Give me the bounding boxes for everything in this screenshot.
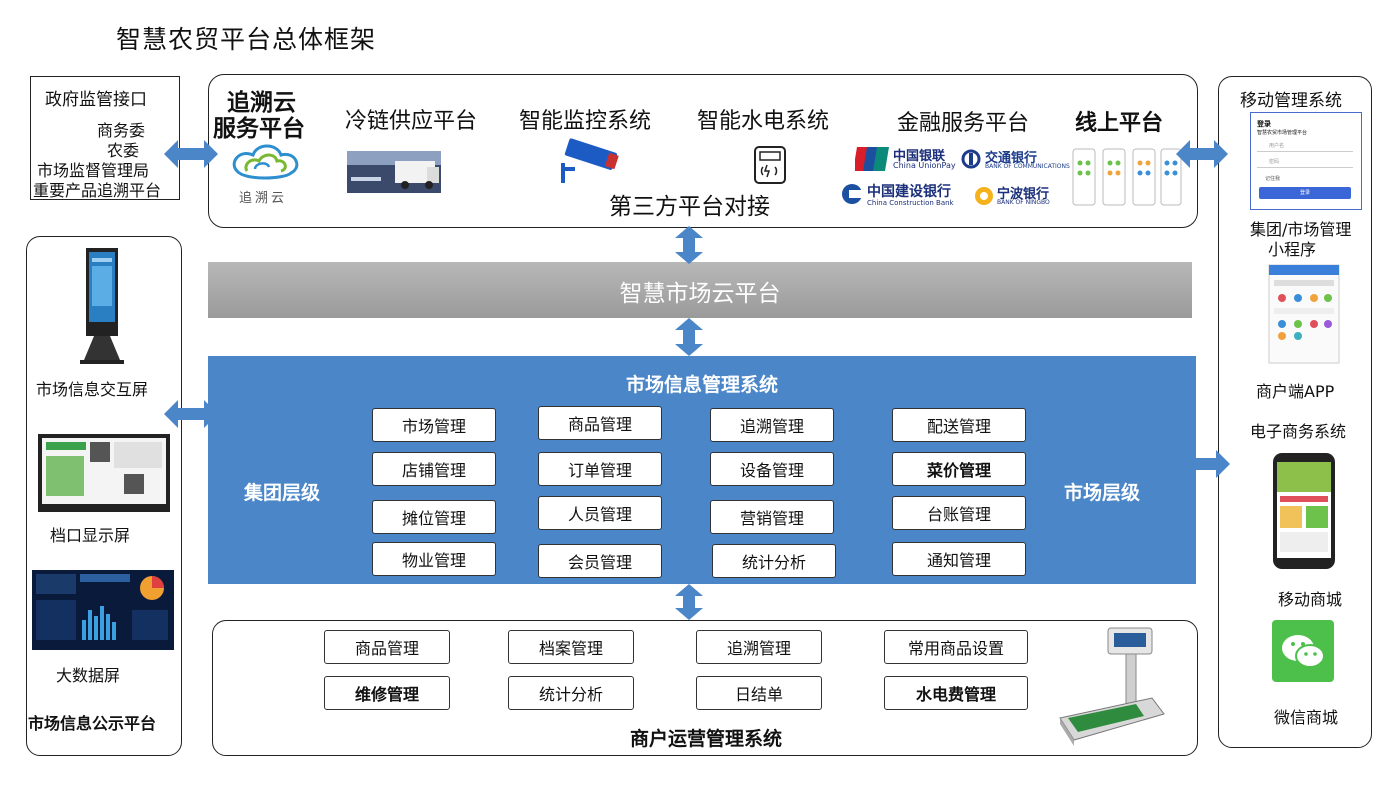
mobile-mall-label: 移动商城: [1278, 590, 1343, 609]
gov-item-market-supervision: 市场监督管理局: [37, 161, 150, 180]
login-user-placeholder: 用户名: [1269, 143, 1285, 149]
merchant-module-archive[interactable]: 档案管理: [508, 630, 634, 664]
login-button-label: 登录: [1300, 190, 1311, 196]
merchant-system-title: 商户运营管理系统: [630, 728, 783, 750]
merchant-module-common-goods[interactable]: 常用商品设置: [884, 630, 1028, 664]
mis-left-label: 集团层级: [244, 482, 321, 504]
trace-cloud-logo: 追溯云: [225, 141, 305, 207]
mobile-mall-image: [1272, 452, 1336, 570]
ccb-logo: 中国建设银行 China Construction Bank: [841, 181, 971, 209]
bocom-cn: 交通银行: [985, 151, 1038, 166]
mis-right-label: 市场层级: [1064, 482, 1141, 504]
unionpay-cn: 中国银联: [893, 149, 946, 164]
unionpay-logo: 中国银联 China UnionPay: [853, 145, 963, 173]
electronic-scale-image: [1056, 622, 1166, 748]
arrow-platform-to-mobile: [1176, 140, 1228, 168]
arrow-gov-to-platform: [164, 140, 218, 168]
mis-module-stall[interactable]: 摊位管理: [372, 500, 496, 534]
mis-module-property[interactable]: 物业管理: [372, 542, 496, 576]
stall-screen-image: [38, 434, 170, 512]
stall-screen-label: 档口显示屏: [50, 526, 131, 545]
mis-module-order[interactable]: 订单管理: [538, 452, 662, 486]
merchant-module-trace[interactable]: 追溯管理: [696, 630, 822, 664]
public-info-footer: 市场信息公示平台: [28, 714, 157, 733]
trace-cloud-title-2: 服务平台: [213, 116, 305, 142]
ccb-cn: 中国建设银行: [867, 184, 951, 200]
trace-cloud-title-1: 追溯云: [227, 90, 296, 116]
wechat-mall-label: 微信商城: [1274, 708, 1339, 727]
login-pass-placeholder: 密码: [1269, 159, 1280, 165]
merchant-module-daily[interactable]: 日结单: [696, 676, 822, 710]
smart-meter-icon: [753, 145, 787, 185]
mis-module-shop[interactable]: 店铺管理: [372, 452, 496, 486]
page-title: 智慧农贸平台总体框架: [116, 25, 377, 54]
login-remember: 记住我: [1265, 176, 1281, 182]
monitor-label: 智能监控系统: [519, 109, 652, 134]
mini-program-label-2: 小程序: [1268, 240, 1317, 259]
login-button: [1259, 187, 1351, 199]
login-screen-image: 登录 智慧农贸市场管理平台 用户名 密码 记住我 登录: [1250, 112, 1362, 210]
interactive-screen-label: 市场信息交互屏: [36, 380, 149, 399]
mis-module-member[interactable]: 会员管理: [538, 544, 662, 578]
login-subtitle: 智慧农贸市场管理平台: [1257, 130, 1308, 136]
mis-module-delivery[interactable]: 配送管理: [892, 408, 1026, 442]
mis-module-trace[interactable]: 追溯管理: [710, 408, 834, 442]
arrow-public-to-mis: [164, 400, 218, 428]
bigdata-screen-label: 大数据屏: [56, 666, 121, 685]
cloud-platform-label: 智慧市场云平台: [619, 281, 781, 307]
login-pass-field: 密码: [1257, 157, 1353, 168]
merchant-module-repair[interactable]: 维修管理: [324, 676, 450, 710]
third-party-box: 追溯云 服务平台 追溯云 冷链供应平台 智能监控系统 智能水电系统 金融服务平台…: [208, 74, 1198, 228]
kiosk-image: [76, 246, 130, 366]
mis-title: 市场信息管理系统: [625, 374, 778, 396]
arrow-third-party-to-cloud: [675, 226, 703, 264]
mis-module-ledger[interactable]: 台账管理: [892, 496, 1026, 530]
mis-module-staff[interactable]: 人员管理: [538, 496, 662, 530]
finance-label: 金融服务平台: [897, 111, 1030, 136]
bank-of-ningbo-logo: 宁波银行 BANK OF NINGBO: [973, 183, 1059, 211]
login-title: 登录: [1257, 120, 1271, 128]
bocom-logo: 交通银行 BANK OF COMMUNICATIONS: [961, 147, 1077, 173]
ningbo-cn: 宁波银行: [997, 187, 1050, 202]
cloud-platform-bar: [208, 262, 1192, 318]
wechat-icon: [1272, 620, 1334, 682]
arrow-mis-to-merchant: [675, 584, 703, 620]
trace-cloud-logo-text: 追溯云: [239, 191, 288, 206]
gov-item-trace-platform: 重要产品追溯平台: [33, 181, 162, 200]
mis-module-marketing[interactable]: 营销管理: [710, 500, 834, 534]
mis-module-device[interactable]: 设备管理: [710, 452, 834, 486]
online-label: 线上平台: [1075, 111, 1164, 136]
ecommerce-label: 电子商务系统: [1250, 422, 1347, 441]
mini-program-label-1: 集团/市场管理: [1250, 220, 1352, 239]
merchant-app-image: [1268, 264, 1340, 364]
gov-interface-box: 政府监管接口 商务委 农委 市场监督管理局 重要产品追溯平台: [30, 76, 180, 200]
unionpay-en: China UnionPay: [893, 161, 956, 170]
mis-module-price[interactable]: 菜价管理: [892, 452, 1026, 486]
ningbo-en: BANK OF NINGBO: [997, 199, 1050, 206]
mis-module-notice[interactable]: 通知管理: [892, 542, 1026, 576]
arrow-cloud-to-mis: [675, 318, 703, 356]
ccb-en: China Construction Bank: [867, 199, 954, 207]
merchant-module-stats[interactable]: 统计分析: [508, 676, 634, 710]
merchant-module-utility-fee[interactable]: 水电费管理: [884, 676, 1028, 710]
arrow-mis-to-mobile: [1180, 450, 1230, 478]
camera-icon: [557, 137, 623, 187]
merchant-module-goods[interactable]: 商品管理: [324, 630, 450, 664]
bigdata-screen-image: [32, 570, 174, 650]
gov-item-agri: 农委: [107, 141, 140, 160]
utility-label: 智能水电系统: [697, 109, 830, 134]
cold-chain-truck-image: [347, 151, 441, 193]
gov-heading: 政府监管接口: [45, 90, 147, 110]
bocom-en: BANK OF COMMUNICATIONS: [985, 163, 1070, 170]
merchant-app-label: 商户端APP: [1256, 382, 1335, 401]
online-platform-phones: [1071, 147, 1183, 207]
third-party-footer: 第三方平台对接: [609, 194, 770, 220]
mis-module-market[interactable]: 市场管理: [372, 408, 496, 442]
mobile-heading: 移动管理系统: [1240, 91, 1342, 111]
mis-module-goods[interactable]: 商品管理: [538, 406, 662, 440]
cold-chain-label: 冷链供应平台: [345, 109, 478, 134]
mis-module-stats[interactable]: 统计分析: [712, 544, 836, 578]
gov-item-commerce: 商务委: [97, 121, 146, 140]
login-user-field: 用户名: [1257, 141, 1353, 152]
